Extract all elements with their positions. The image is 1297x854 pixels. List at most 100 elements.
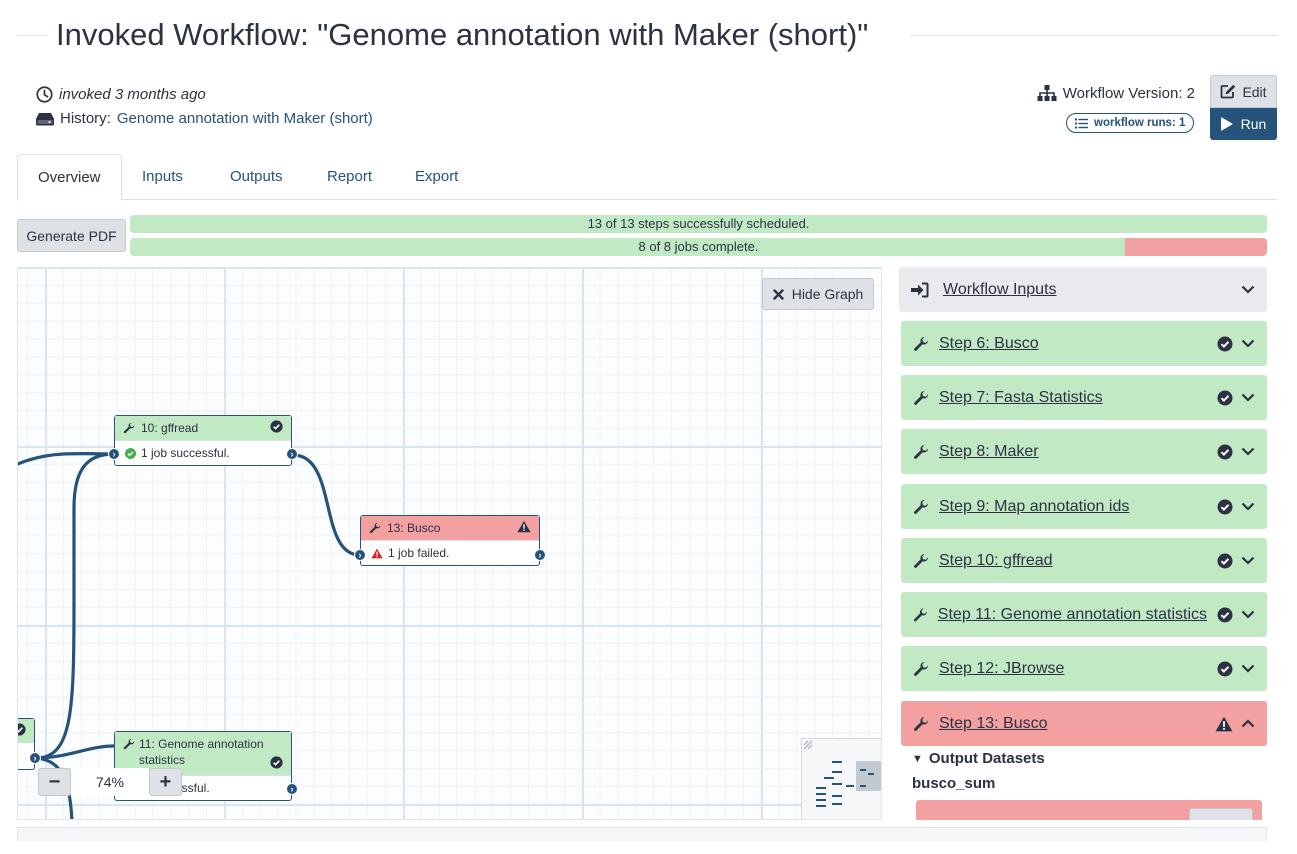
graph-node-genome-stats[interactable]: 11: Genome annotation statistics essful.…	[114, 731, 298, 801]
zoom-controls: − 74% +	[38, 768, 182, 796]
check-circle-icon	[1217, 607, 1233, 622]
zoom-out-button[interactable]: −	[38, 768, 71, 796]
output-terminal[interactable]: ›	[286, 448, 298, 460]
step-label[interactable]: Step 12: JBrowse	[939, 659, 1065, 677]
node-title: 13: Busco	[387, 521, 441, 535]
input-terminal[interactable]: ›	[108, 448, 120, 460]
step-label[interactable]: Step 10: gffread	[939, 551, 1053, 569]
step-12-jbrowse[interactable]: Step 12: JBrowse	[901, 646, 1267, 691]
graph-node-busco[interactable]: 13: Busco 1 job failed. › ›	[354, 515, 546, 566]
step-8-maker[interactable]: Step 8: Maker	[901, 429, 1267, 474]
workflow-runs-badge[interactable]: workflow runs: 1	[1066, 113, 1195, 133]
minimap-drawing	[803, 740, 881, 807]
chevron-down-icon[interactable]	[1241, 393, 1255, 402]
output-datasets-title[interactable]: ▼ Output Datasets	[912, 750, 1045, 768]
check-circle-icon	[1217, 661, 1233, 676]
warning-icon	[371, 548, 383, 558]
close-icon	[773, 288, 784, 300]
node-status: essful.	[115, 775, 291, 800]
step-7-fasta-statistics[interactable]: Step 7: Fasta Statistics	[901, 375, 1267, 420]
jobs-progress-text: 8 of 8 jobs complete.	[638, 239, 759, 254]
node-status: 1 job failed.	[361, 540, 539, 565]
scheduled-progress-fill	[130, 215, 1267, 233]
edge-gffread-to-busco	[292, 453, 361, 557]
chevron-down-icon[interactable]	[1241, 447, 1255, 456]
step-10-gffread[interactable]: Step 10: gffread	[901, 538, 1267, 583]
step-11-genome-annotation-statistics[interactable]: Step 11: Genome annotation statistics	[901, 592, 1267, 637]
scheduled-progress-bar: 13 of 13 steps successfully scheduled.	[130, 215, 1267, 233]
chevron-down-icon[interactable]	[1241, 556, 1255, 565]
input-terminal[interactable]: ›	[354, 549, 366, 561]
clock-icon	[36, 86, 53, 103]
workflow-graph-canvas[interactable]: Hide Graph 10: gffread 1 job successful.…	[17, 267, 882, 820]
title-rule-left	[17, 35, 57, 36]
chevron-down-icon[interactable]	[1241, 502, 1255, 511]
check-circle-icon	[1217, 336, 1233, 351]
invoked-time: invoked 3 months ago	[59, 86, 206, 103]
node-status-text: essful.	[175, 781, 210, 795]
history-label: History:	[60, 110, 111, 127]
check-circle-icon	[1217, 390, 1233, 405]
wrench-icon	[913, 608, 927, 621]
dataset-action-button[interactable]	[1189, 808, 1253, 820]
tab-bar: Overview Inputs Outputs Report Export	[17, 154, 1277, 201]
node-status-text: 1 job failed.	[388, 546, 450, 560]
wrench-icon	[914, 499, 929, 514]
dataset-name: busco_sum	[912, 775, 996, 792]
wrench-icon	[914, 716, 929, 731]
tab-export[interactable]: Export	[415, 168, 459, 185]
step-label[interactable]: Step 13: Busco	[939, 714, 1048, 732]
dataset-item[interactable]	[916, 800, 1262, 820]
step-9-map-annotation-ids[interactable]: Step 9: Map annotation ids	[901, 484, 1267, 529]
edit-icon	[1221, 84, 1236, 99]
output-terminal[interactable]: ›	[534, 549, 546, 561]
step-label[interactable]: Step 6: Busco	[939, 334, 1039, 352]
node-header: 10: gffread	[115, 416, 291, 440]
footer-bar	[17, 827, 1267, 841]
step-label[interactable]: Step 8: Maker	[939, 442, 1039, 460]
tab-overview[interactable]: Overview	[17, 154, 122, 201]
output-terminal[interactable]: ›	[286, 783, 298, 795]
play-icon	[1220, 117, 1233, 131]
tab-report[interactable]: Report	[327, 168, 373, 185]
hide-graph-button[interactable]: Hide Graph	[762, 278, 874, 310]
step-13-busco[interactable]: Step 13: Busco	[901, 701, 1267, 746]
chevron-down-icon[interactable]	[1241, 610, 1255, 619]
check-circle-icon	[270, 756, 283, 769]
chevron-up-icon[interactable]	[1241, 719, 1255, 728]
graph-node-partial[interactable]: ›	[18, 718, 41, 770]
graph-node-gffread[interactable]: 10: gffread 1 job successful. › ›	[108, 415, 298, 466]
warning-icon	[517, 520, 531, 533]
node-header: 13: Busco	[361, 516, 539, 540]
tab-inputs[interactable]: Inputs	[142, 168, 183, 185]
steps-panel: Workflow Inputs Step 6: Busco Step 7: Fa…	[899, 267, 1267, 820]
chevron-down-icon[interactable]	[1241, 664, 1255, 673]
wrench-icon	[914, 553, 929, 568]
chevron-down-icon[interactable]	[1241, 285, 1255, 294]
tab-outputs[interactable]: Outputs	[230, 168, 283, 185]
wrench-icon	[914, 390, 929, 405]
step-label[interactable]: Step 11: Genome annotation statistics	[937, 605, 1207, 623]
history-link[interactable]: Genome annotation with Maker (short)	[116, 110, 373, 127]
step-label[interactable]: Step 7: Fasta Statistics	[939, 388, 1103, 406]
graph-minimap[interactable]	[801, 738, 881, 819]
edge-vertical-trunk	[35, 452, 115, 760]
edit-button[interactable]: Edit	[1210, 75, 1277, 108]
step-label[interactable]: Step 9: Map annotation ids	[939, 497, 1130, 515]
step-label[interactable]: Workflow Inputs	[943, 280, 1057, 298]
check-circle-icon	[1217, 444, 1233, 459]
output-terminal[interactable]: ›	[29, 752, 41, 764]
success-icon	[125, 447, 136, 459]
wrench-icon	[369, 522, 381, 534]
generate-pdf-button[interactable]: Generate PDF	[17, 219, 126, 252]
scheduled-progress-text: 13 of 13 steps successfully scheduled.	[587, 216, 810, 231]
list-icon	[1075, 118, 1088, 128]
zoom-in-button[interactable]: +	[149, 768, 182, 796]
step-6-busco[interactable]: Step 6: Busco	[901, 321, 1267, 366]
zoom-level: 74%	[71, 768, 149, 796]
run-button[interactable]: Run	[1210, 108, 1277, 140]
step-workflow-inputs[interactable]: Workflow Inputs	[899, 267, 1267, 312]
chevron-down-icon[interactable]	[1241, 339, 1255, 348]
title-rule-right	[910, 35, 1277, 36]
caret-down-icon: ▼	[912, 753, 923, 765]
